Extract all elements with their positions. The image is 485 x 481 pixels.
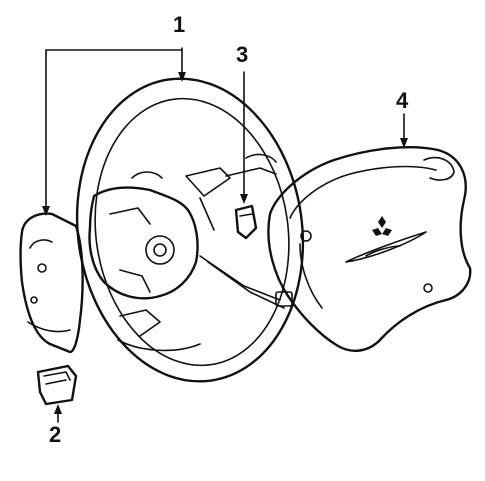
air-bag-module xyxy=(267,146,472,352)
callout-2: 2 xyxy=(49,422,62,447)
steering-wheel-rim xyxy=(75,77,305,383)
callout-3: 3 xyxy=(236,42,249,67)
clip-part xyxy=(234,204,258,240)
nameplate-badge xyxy=(345,231,427,263)
three-diamond-emblem xyxy=(372,216,392,236)
callout-1: 1 xyxy=(173,12,186,37)
leader-line-part-2 xyxy=(54,404,62,423)
left-side-cover xyxy=(19,212,84,354)
callout-4: 4 xyxy=(396,88,409,113)
leader-line-part-3 xyxy=(240,71,248,204)
leader-line-part-4 xyxy=(400,113,408,148)
lower-cover-piece xyxy=(36,364,78,406)
leader-lines-part-1 xyxy=(42,47,186,216)
steering-hub-assembly xyxy=(88,153,293,352)
